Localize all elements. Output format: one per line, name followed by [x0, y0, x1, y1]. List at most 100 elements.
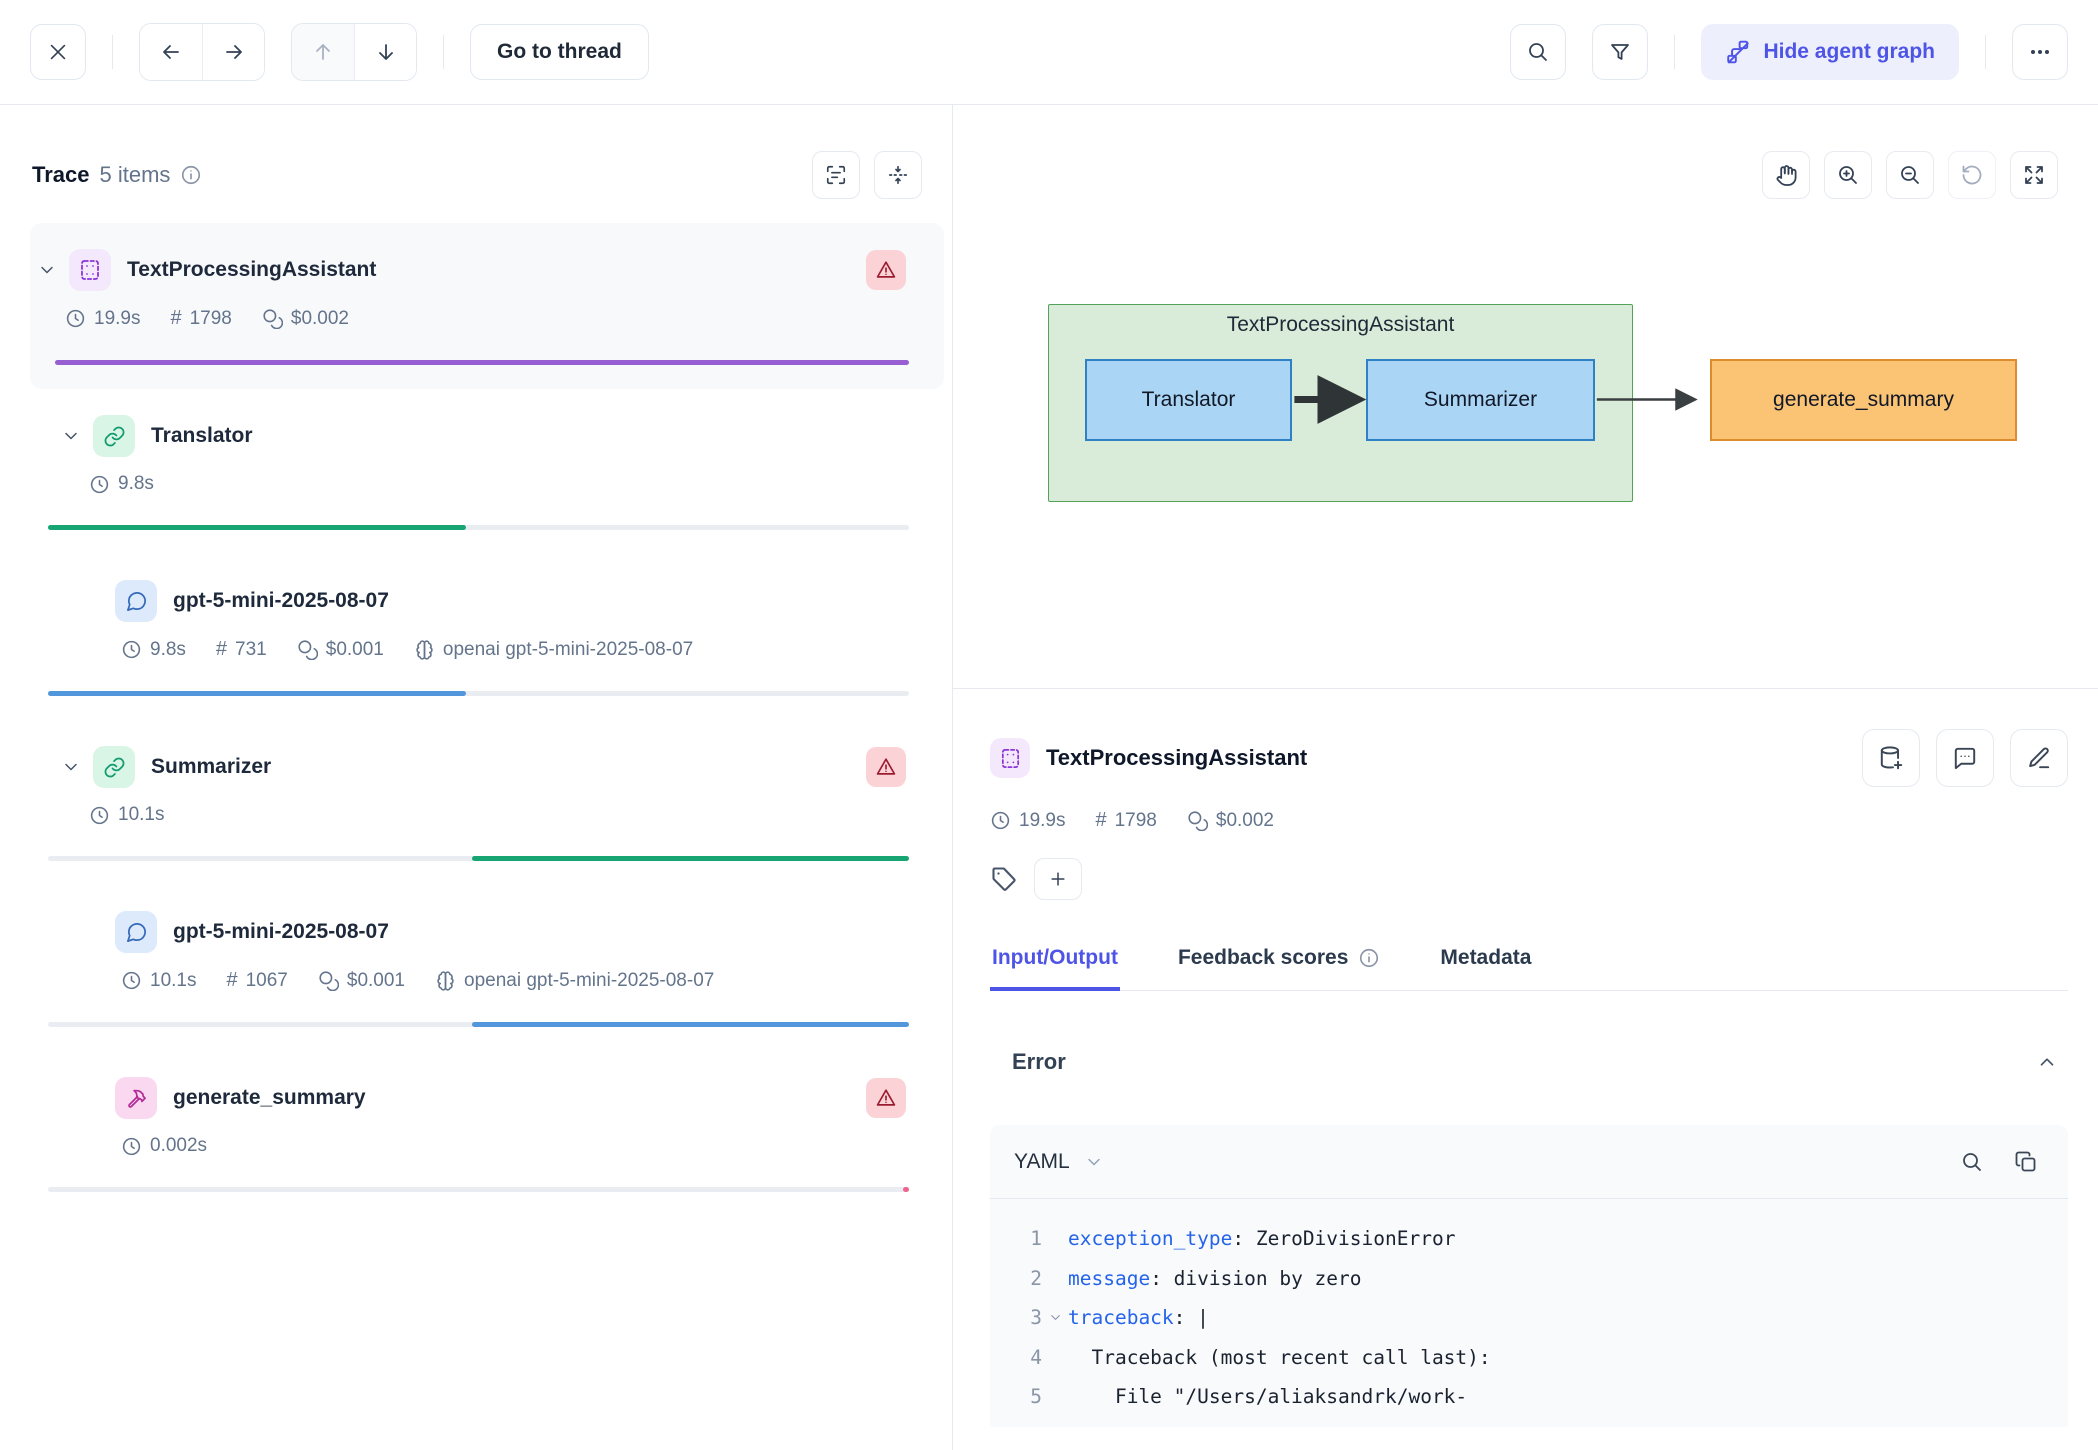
span-name: gpt-5-mini-2025-08-07	[173, 920, 389, 944]
timeline-bar	[48, 1022, 909, 1027]
copy-icon[interactable]	[2014, 1150, 2038, 1174]
arrow-left-icon	[159, 40, 183, 64]
duration-metric: 0.002s	[121, 1135, 207, 1157]
error-badge	[866, 747, 906, 787]
zoom-in-icon	[1836, 163, 1860, 187]
pan-button[interactable]	[1762, 151, 1810, 199]
edit-button[interactable]	[2010, 729, 2068, 787]
trace-panel: Trace 5 items	[0, 105, 953, 1450]
duration-metric: 9.8s	[89, 473, 154, 495]
toolbar-divider	[1985, 35, 1986, 69]
span-row-gpt-5-mini-2[interactable]: gpt-5-mini-2025-08-07 10.1s # 1067 $0.00…	[30, 885, 944, 1051]
agent-graph-crossed-icon	[1725, 39, 1751, 65]
toolbar-divider	[112, 35, 113, 69]
prev-next-group	[139, 23, 265, 81]
span-name: Translator	[151, 424, 253, 448]
span-row-summarizer[interactable]: Summarizer 10.1s	[30, 720, 944, 885]
chevron-down-icon[interactable]	[61, 426, 81, 446]
chevron-up-icon[interactable]	[2036, 1051, 2058, 1073]
timeline-bar	[55, 360, 909, 365]
next-trace-button[interactable]	[202, 24, 264, 80]
pencil-icon	[2026, 745, 2052, 771]
filter-icon	[1608, 40, 1632, 64]
info-icon[interactable]	[180, 164, 202, 186]
toolbar-divider	[1674, 35, 1675, 69]
timeline-bar	[48, 856, 909, 861]
chevron-down-icon	[1084, 1152, 1104, 1172]
tokens-metric: # 1067	[226, 969, 287, 992]
trace-items-count: 5 items	[100, 162, 171, 188]
span-name: Summarizer	[151, 755, 271, 779]
comment-icon	[1952, 745, 1978, 771]
code-line: 4 Traceback (most recent call last):	[990, 1338, 2068, 1378]
error-badge	[866, 250, 906, 290]
ellipsis-icon	[2028, 40, 2052, 64]
graph-node-generate-summary[interactable]: generate_summary	[1710, 359, 2017, 441]
arrow-up-icon	[311, 40, 335, 64]
span-row-translator[interactable]: Translator 9.8s	[30, 389, 944, 554]
llm-span-icon	[115, 580, 157, 622]
zoom-out-button[interactable]	[1886, 151, 1934, 199]
comments-button[interactable]	[1936, 729, 1994, 787]
hide-agent-graph-button[interactable]: Hide agent graph	[1701, 24, 1959, 80]
model-metric: openai gpt-5-mini-2025-08-07	[435, 970, 714, 992]
graph-node-translator[interactable]: Translator	[1085, 359, 1292, 441]
chevron-down-icon[interactable]	[37, 260, 57, 280]
fullscreen-button[interactable]	[2010, 151, 2058, 199]
add-tag-button[interactable]	[1034, 858, 1082, 900]
top-toolbar: Go to thread Hide agent graph	[0, 0, 2098, 104]
duration-metric: 10.1s	[121, 970, 196, 992]
tab-metadata[interactable]: Metadata	[1438, 940, 1533, 990]
go-to-thread-button[interactable]: Go to thread	[470, 24, 649, 80]
timeline-bar	[48, 525, 909, 530]
tokens-metric: # 731	[216, 638, 267, 661]
previous-trace-button[interactable]	[140, 24, 202, 80]
add-to-dataset-button[interactable]	[1862, 729, 1920, 787]
more-actions-button[interactable]	[2012, 24, 2068, 80]
move-down-button[interactable]	[354, 24, 416, 80]
arrow-down-icon	[374, 40, 398, 64]
span-row-gpt-5-mini-1[interactable]: gpt-5-mini-2025-08-07 9.8s # 731 $0.001	[30, 554, 944, 720]
graph-node-summarizer[interactable]: Summarizer	[1366, 359, 1595, 441]
chevron-down-icon[interactable]	[61, 757, 81, 777]
details-tabs: Input/Output Feedback scores Metadata	[990, 940, 2068, 991]
filter-button[interactable]	[1592, 24, 1648, 80]
close-icon	[47, 41, 69, 63]
close-button[interactable]	[30, 24, 86, 80]
trace-panel-title: Trace	[32, 162, 90, 188]
database-plus-icon	[1878, 745, 1904, 771]
timeline-bar	[48, 691, 909, 696]
timeline-bar	[48, 1187, 909, 1192]
tree-view-button[interactable]	[812, 151, 860, 199]
llm-span-icon	[115, 911, 157, 953]
zoom-in-button[interactable]	[1824, 151, 1872, 199]
span-list: TextProcessingAssistant 19.9s # 1798	[0, 223, 952, 1216]
error-yaml-code: 1 exception_type: ZeroDivisionError 2 me…	[990, 1199, 2068, 1427]
search-icon	[1526, 40, 1550, 64]
search-button[interactable]	[1510, 24, 1566, 80]
code-format-select[interactable]: YAML	[1014, 1150, 1104, 1174]
cost-metric: $0.001	[318, 970, 405, 992]
trace-row-textprocessingassistant[interactable]: TextProcessingAssistant 19.9s # 1798	[30, 223, 944, 389]
expand-icon	[2022, 163, 2046, 187]
tab-feedback-scores[interactable]: Feedback scores	[1176, 940, 1382, 990]
info-icon	[1358, 947, 1380, 969]
reset-view-button[interactable]	[1948, 151, 1996, 199]
graph-subgraph-label: TextProcessingAssistant	[1049, 313, 1632, 337]
tab-input-output[interactable]: Input/Output	[990, 940, 1120, 991]
cost-metric: $0.001	[297, 639, 384, 661]
hide-agent-graph-label: Hide agent graph	[1763, 40, 1935, 64]
span-name: generate_summary	[173, 1086, 366, 1110]
fold-chevron-icon[interactable]	[1048, 1310, 1063, 1325]
duration-metric: 19.9s	[65, 308, 140, 330]
code-search-icon[interactable]	[1960, 1150, 1984, 1174]
move-up-button[interactable]	[292, 24, 354, 80]
collapse-all-button[interactable]	[874, 151, 922, 199]
tool-span-icon	[115, 1077, 157, 1119]
cost-metric: $0.002	[262, 308, 349, 330]
tokens-metric: # 1798	[1095, 809, 1156, 832]
duration-metric: 10.1s	[89, 804, 164, 826]
agent-span-icon	[990, 738, 1030, 778]
duration-metric: 19.9s	[990, 809, 1065, 832]
span-row-generate-summary[interactable]: generate_summary 0.002s	[30, 1051, 944, 1216]
